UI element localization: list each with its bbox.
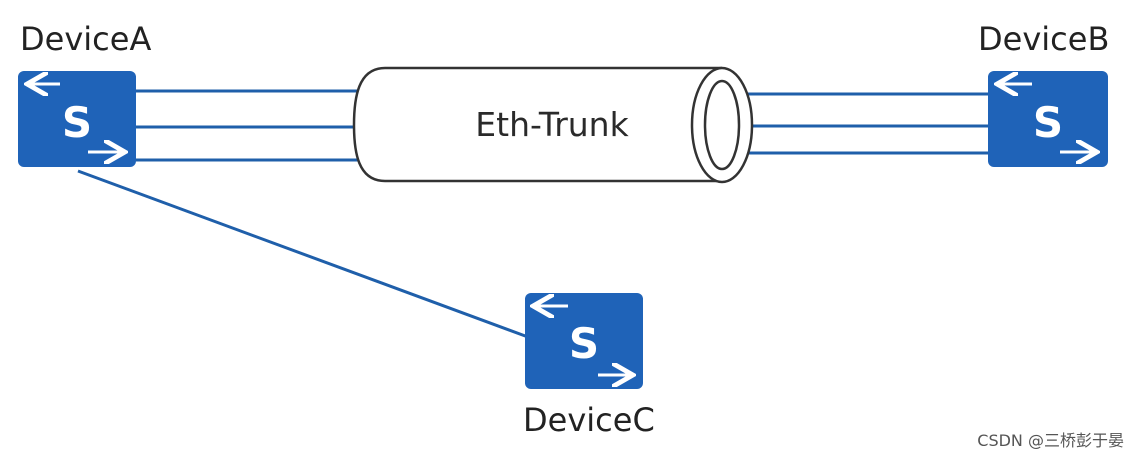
device-b-label: DeviceB	[978, 20, 1109, 58]
switch-icon: S	[988, 71, 1108, 167]
trunk-label: Eth-Trunk	[475, 105, 629, 144]
device-a[interactable]: DeviceA S	[18, 20, 151, 167]
trunk-member-links-right	[712, 92, 990, 155]
device-b-letter: S	[1033, 98, 1063, 147]
switch-icon: S	[18, 71, 136, 167]
trunk-member-links-left	[136, 89, 370, 162]
eth-trunk-tube: Eth-Trunk	[352, 66, 754, 184]
tube-end-inner	[703, 79, 741, 171]
watermark: CSDN @三桥彭于晏	[977, 431, 1124, 450]
device-a-label: DeviceA	[20, 20, 151, 58]
switch-icon: S	[525, 293, 643, 389]
link-a-c	[77, 169, 529, 339]
device-c[interactable]: S DeviceC	[523, 293, 655, 439]
device-c-label: DeviceC	[523, 401, 655, 439]
device-a-letter: S	[62, 98, 92, 147]
device-c-letter: S	[569, 319, 599, 368]
tube-body	[352, 66, 722, 183]
device-b[interactable]: DeviceB S	[978, 20, 1109, 167]
